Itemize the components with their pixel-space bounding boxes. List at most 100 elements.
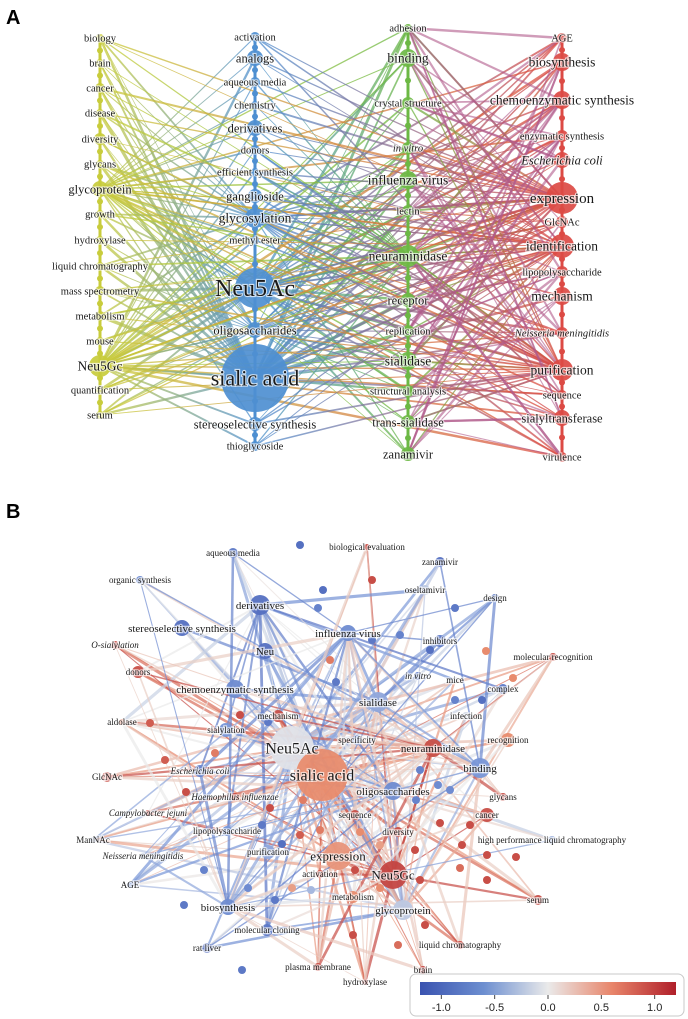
node-minor[interactable] xyxy=(482,647,490,655)
node-neisseria-meningitidis[interactable] xyxy=(140,853,146,859)
node-ganglioside[interactable] xyxy=(248,189,262,203)
node-glycoprotein[interactable] xyxy=(92,181,108,197)
node-minor[interactable] xyxy=(478,696,486,704)
node-minor[interactable] xyxy=(236,711,244,719)
node-zanamivir[interactable] xyxy=(401,447,415,461)
node-minor[interactable] xyxy=(271,896,279,904)
node-biosynthesis[interactable] xyxy=(553,53,571,71)
node-disease[interactable] xyxy=(96,109,104,117)
node-sialic-acid[interactable] xyxy=(296,749,348,801)
node-glcnac[interactable] xyxy=(102,772,112,782)
node-minor[interactable] xyxy=(314,604,322,612)
node-plasma-membrane[interactable] xyxy=(314,963,322,971)
node-escherichia-coli[interactable] xyxy=(194,765,206,777)
node-liquid-chromatography[interactable] xyxy=(456,941,464,949)
node-high-performance-liquid-chromatography[interactable] xyxy=(548,836,556,844)
node-sialidase[interactable] xyxy=(399,352,417,370)
node-cancer[interactable] xyxy=(480,808,494,822)
node-oligosaccharides[interactable] xyxy=(247,322,263,338)
node-biological-evaluation[interactable] xyxy=(364,544,370,550)
node-minor[interactable] xyxy=(326,656,334,664)
node-glycans[interactable] xyxy=(499,793,507,801)
node-purification[interactable] xyxy=(261,845,275,859)
node-efficient-synthesis[interactable] xyxy=(251,168,259,176)
node-minor[interactable] xyxy=(332,678,340,686)
node-minor[interactable] xyxy=(434,781,442,789)
node-minor[interactable] xyxy=(211,749,219,757)
node-analogs[interactable] xyxy=(247,50,263,66)
node-minor[interactable] xyxy=(394,941,402,949)
node-minor[interactable] xyxy=(509,674,517,682)
node-chemoenzymatic-synthesis[interactable] xyxy=(553,91,571,109)
node-cancer[interactable] xyxy=(95,83,105,93)
node-donors[interactable] xyxy=(250,145,260,155)
node-minor[interactable] xyxy=(426,646,434,654)
node-stereoselective-synthesis[interactable] xyxy=(174,620,190,636)
node-minor[interactable] xyxy=(466,821,474,829)
node-mannac[interactable] xyxy=(90,837,96,843)
node-minor[interactable] xyxy=(161,756,169,764)
node-activation[interactable] xyxy=(250,32,260,42)
node-neisseria-meningitidis[interactable] xyxy=(556,327,568,339)
node-minor[interactable] xyxy=(316,826,324,834)
node-neu[interactable] xyxy=(257,643,273,659)
node-purification[interactable] xyxy=(551,359,573,381)
node-brain[interactable] xyxy=(419,966,427,974)
node-minor[interactable] xyxy=(200,866,208,874)
node-minor[interactable] xyxy=(278,840,286,848)
node-glycosylation[interactable] xyxy=(245,208,265,228)
node-hydroxylase[interactable] xyxy=(362,979,368,985)
node-minor[interactable] xyxy=(411,846,419,854)
node-minor[interactable] xyxy=(349,931,357,939)
node-minor[interactable] xyxy=(456,864,464,872)
node-minor[interactable] xyxy=(483,851,491,859)
node-minor[interactable] xyxy=(296,831,304,839)
node-minor[interactable] xyxy=(307,886,315,894)
node-minor[interactable] xyxy=(416,766,424,774)
node-o-sialylation[interactable] xyxy=(111,641,119,649)
node-molecular-cloning[interactable] xyxy=(261,924,273,936)
node-adhesion[interactable] xyxy=(404,24,412,32)
node-methyl-ester[interactable] xyxy=(251,236,259,244)
node-minor[interactable] xyxy=(451,696,459,704)
node-neu5gc[interactable] xyxy=(379,861,407,889)
node-metabolism[interactable] xyxy=(95,311,105,321)
node-biosynthesis[interactable] xyxy=(220,899,236,915)
node-escherichia-coli[interactable] xyxy=(554,152,570,168)
node-haemophilus-influenzae[interactable] xyxy=(231,793,239,801)
node-trans-sialidase[interactable] xyxy=(401,415,415,429)
node-chemistry[interactable] xyxy=(251,101,259,109)
node-diversity[interactable] xyxy=(393,827,403,837)
node-biology[interactable] xyxy=(96,34,104,42)
node-minor[interactable] xyxy=(451,604,459,612)
node-age[interactable] xyxy=(557,33,567,43)
node-in-vitro[interactable] xyxy=(414,672,422,680)
node-minor[interactable] xyxy=(299,796,307,804)
node-minor[interactable] xyxy=(483,876,491,884)
node-complex[interactable] xyxy=(498,684,508,694)
node-stereoselective-synthesis[interactable] xyxy=(248,417,262,431)
node-growth[interactable] xyxy=(96,210,104,218)
node-neuraminidase[interactable] xyxy=(424,739,442,757)
node-in-vitro[interactable] xyxy=(402,142,414,154)
node-oseltamivir[interactable] xyxy=(420,585,430,595)
node-glcnac[interactable] xyxy=(556,216,568,228)
node-minor[interactable] xyxy=(416,876,424,884)
node-sequence[interactable] xyxy=(350,810,360,820)
node-quantification[interactable] xyxy=(96,386,104,394)
node-minor[interactable] xyxy=(266,804,274,812)
node-minor[interactable] xyxy=(180,901,188,909)
node-enzymatic-synthesis[interactable] xyxy=(556,130,568,142)
node-neuraminidase[interactable] xyxy=(397,245,419,267)
node-metabolism[interactable] xyxy=(347,891,359,903)
node-minor[interactable] xyxy=(376,884,384,892)
node-minor[interactable] xyxy=(446,786,454,794)
node-binding[interactable] xyxy=(399,49,417,67)
node-identification[interactable] xyxy=(550,234,574,258)
node-inhibitors[interactable] xyxy=(434,635,446,647)
node-minor[interactable] xyxy=(368,636,376,644)
node-derivatives[interactable] xyxy=(247,120,263,136)
node-serum[interactable] xyxy=(96,411,104,419)
node-minor[interactable] xyxy=(244,884,252,892)
node-aqueous-media[interactable] xyxy=(228,548,238,558)
